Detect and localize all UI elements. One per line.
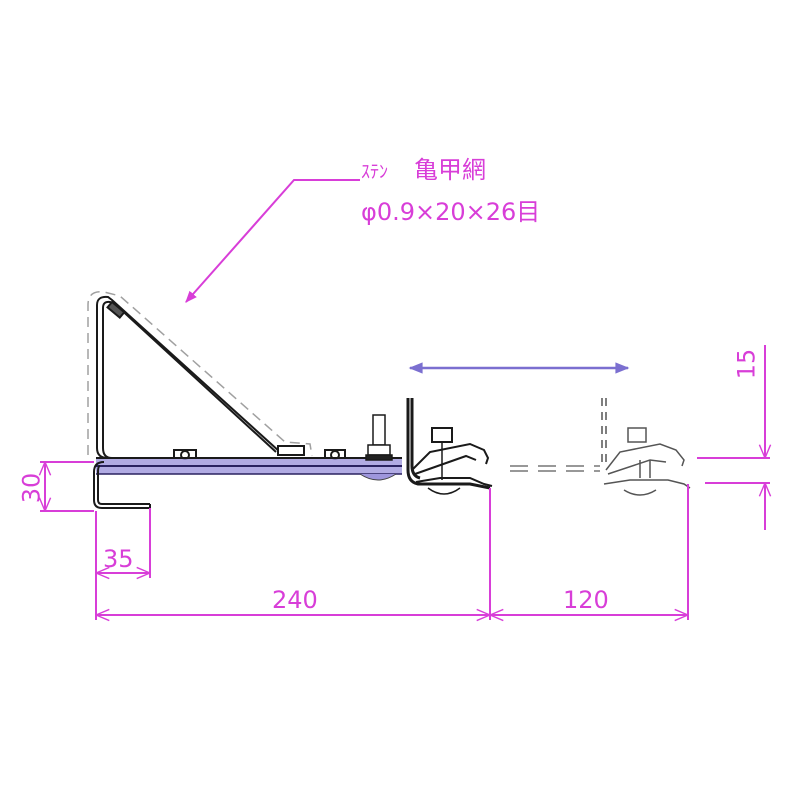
stud-bolt	[365, 414, 393, 461]
dimension-240	[96, 488, 491, 620]
dimension-30-label: 30	[17, 472, 46, 504]
wire-mesh-outline	[87, 291, 313, 457]
base-plate	[96, 457, 402, 481]
material-note: ｽﾃﾝ 亀甲網	[361, 150, 486, 185]
dimension-120	[490, 484, 689, 620]
dimension-15	[697, 345, 770, 530]
dimension-30	[40, 461, 94, 512]
dimension-15-label: 15	[732, 348, 761, 380]
material-spec: φ0.9×20×26目	[361, 198, 541, 226]
material-prefix: ｽﾃﾝ	[361, 162, 388, 183]
dimension-120-label: 120	[563, 586, 609, 614]
stop-plate	[406, 398, 491, 490]
dimension-35	[95, 508, 151, 620]
material-name: 亀甲網	[414, 156, 486, 184]
leader-line	[185, 179, 360, 303]
roof-hook	[93, 461, 151, 509]
triangle-bracket	[96, 295, 346, 460]
clamp-fixed	[411, 427, 493, 495]
mesh-dashed-continuation	[510, 465, 600, 472]
dimension-240-label: 240	[272, 586, 318, 614]
clamp-moved	[601, 398, 691, 496]
dimension-35-label: 35	[103, 545, 134, 573]
